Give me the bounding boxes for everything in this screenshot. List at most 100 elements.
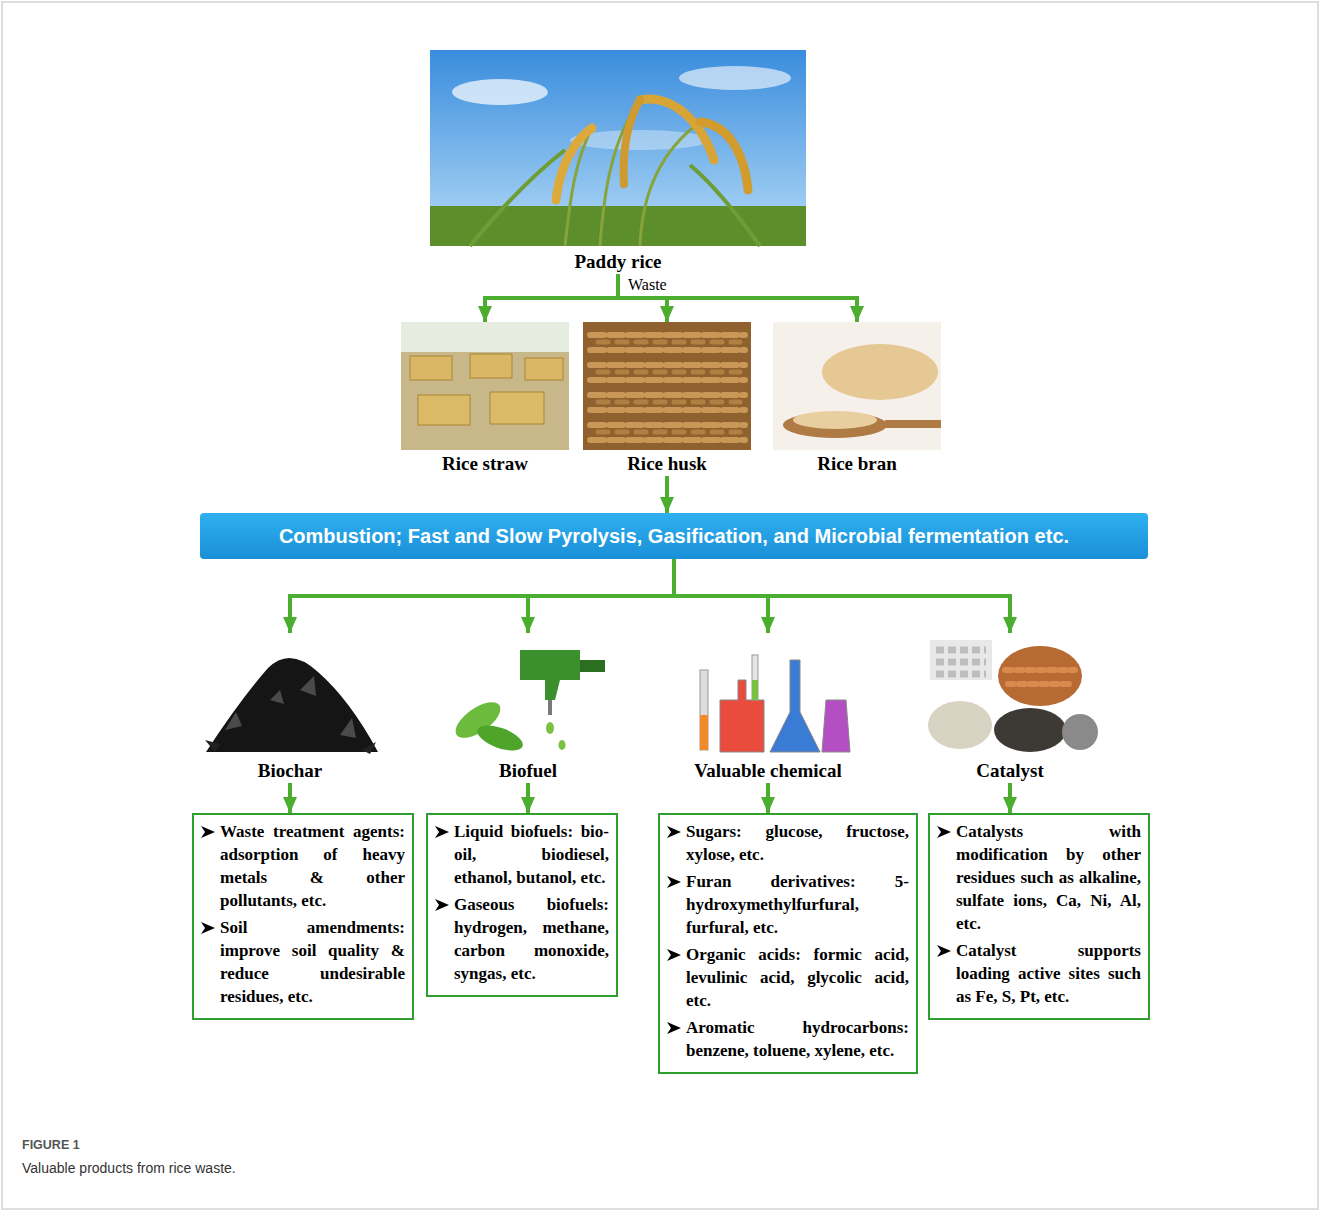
straw-bale (490, 392, 544, 424)
bullet-text: Aromatic hydrocarbons: benzene, toluene,… (686, 1016, 909, 1062)
test-tube (700, 670, 708, 750)
rice-panicle (624, 100, 640, 185)
beaker (720, 680, 764, 752)
bullet-arrow (201, 922, 215, 934)
bullet-item: Gaseous biofuels: hydrogen, methane, car… (435, 893, 609, 985)
bran-background (773, 322, 941, 450)
catalyst-pellets (1005, 670, 1075, 684)
process-text: Combustion; Fast and Slow Pyrolysis, Gas… (208, 523, 1140, 549)
bullet-text: Catalysts with modification by other res… (956, 820, 1141, 935)
flow-arrow (665, 476, 669, 513)
fuel-drop (546, 722, 554, 734)
straw-field (401, 322, 569, 450)
bullet-item: Waste treatment agents: adsorption of he… (201, 820, 405, 912)
figure-caption: Valuable products from rice waste. (22, 1160, 236, 1176)
node-title: Biofuel (435, 759, 621, 783)
wooden-spoon (783, 412, 887, 438)
biochar-shard (205, 740, 376, 754)
fuel-hose (580, 660, 605, 672)
bullet-item: Organic acids: formic acid, levulinic ac… (667, 943, 909, 1012)
bullet-text: Sugars: glucose, fructose, xylose, etc. (686, 820, 909, 866)
application-box: Sugars: glucose, fructose, xylose, etc.F… (658, 813, 918, 1074)
node-title: Valuable chemical (683, 759, 853, 783)
node-title: Rice bran (773, 452, 941, 476)
liquid (752, 680, 758, 700)
bullet-arrow (667, 1022, 681, 1034)
product-node: Valuable chemical (683, 633, 853, 783)
rice-stem (600, 100, 640, 246)
flask (770, 660, 820, 752)
leaf (474, 720, 526, 755)
node-title: Biochar (198, 759, 382, 783)
husk-grains (598, 342, 740, 432)
straw-bale (470, 354, 512, 378)
bran-powder (822, 344, 938, 400)
bullet-arrow (667, 876, 681, 888)
catalyst-pellets (1062, 714, 1098, 750)
bullet-text: Liquid biofuels: bio-oil, biodiesel, eth… (454, 820, 609, 889)
bullet-arrow (435, 826, 449, 838)
liquid (700, 715, 708, 750)
bullet-item: Aromatic hydrocarbons: benzene, toluene,… (667, 1016, 909, 1062)
process-banner: Combustion; Fast and Slow Pyrolysis, Gas… (200, 513, 1148, 559)
bullet-arrow (435, 899, 449, 911)
bullet-text: Gaseous biofuels: hydrogen, methane, car… (454, 893, 609, 985)
bullet-text: Waste treatment agents: adsorption of he… (220, 820, 405, 912)
bullet-item: Catalyst supports loading active sites s… (937, 939, 1141, 1008)
biochar-pile (206, 658, 378, 752)
test-tube (752, 655, 758, 700)
application-box: Waste treatment agents: adsorption of he… (192, 813, 414, 1020)
straw-bale (410, 356, 452, 380)
waste-node: Rice husk (583, 322, 751, 476)
waste-node: Rice straw (401, 322, 569, 476)
flow-arrow (618, 274, 857, 322)
bullet-item: Sugars: glucose, fructose, xylose, etc. (667, 820, 909, 866)
fuel-nozzle (520, 650, 580, 700)
flow-arrow (1008, 783, 1012, 813)
bullet-arrow (937, 826, 951, 838)
bullet-text: Catalyst supports loading active sites s… (956, 939, 1141, 1008)
bullet-arrow (667, 949, 681, 961)
application-box: Liquid biofuels: bio-oil, biodiesel, eth… (426, 813, 618, 997)
straw-bale (418, 395, 470, 425)
rice-stem (640, 122, 700, 246)
source-node: Paddy rice (430, 50, 806, 274)
rice-panicle (640, 99, 714, 160)
catalyst-pellets (928, 701, 992, 749)
flow-arrow (485, 274, 618, 322)
bullet-arrow-shape (667, 876, 681, 888)
flow-arrow (288, 783, 292, 813)
bullet-arrow-shape (435, 899, 449, 911)
husk-grains (590, 335, 745, 440)
cloud (452, 79, 548, 105)
ceramic-tubes (936, 650, 986, 674)
bullet-item: Soil amendments: improve soil quality & … (201, 916, 405, 1008)
bullet-arrow-shape (435, 826, 449, 838)
nozzle-tip (548, 700, 552, 715)
flow-arrow (528, 559, 674, 633)
beaker (822, 700, 850, 752)
bullet-arrow-shape (667, 826, 681, 838)
spoon-handle (885, 420, 941, 428)
product-node: Biochar (198, 633, 382, 783)
straw-bale (525, 358, 563, 380)
bullet-text: Organic acids: formic acid, levulinic ac… (686, 943, 909, 1012)
bullet-item: Liquid biofuels: bio-oil, biodiesel, eth… (435, 820, 609, 889)
catalyst-pellets (994, 708, 1066, 752)
node-title: Rice husk (583, 452, 751, 476)
catalyst-pellets (998, 646, 1082, 706)
bullet-item: Catalysts with modification by other res… (937, 820, 1141, 935)
rice-leaf (470, 150, 565, 246)
cloud (679, 66, 791, 90)
sky (430, 50, 806, 246)
flow-arrow (290, 559, 674, 633)
node-title: Rice straw (401, 452, 569, 476)
bullet-arrow-shape (201, 922, 215, 934)
node-title: Catalyst (925, 759, 1095, 783)
product-node: Biofuel (435, 633, 621, 783)
bullet-arrow-shape (201, 826, 215, 838)
waste-node: Rice bran (773, 322, 941, 476)
bullet-arrow (667, 826, 681, 838)
